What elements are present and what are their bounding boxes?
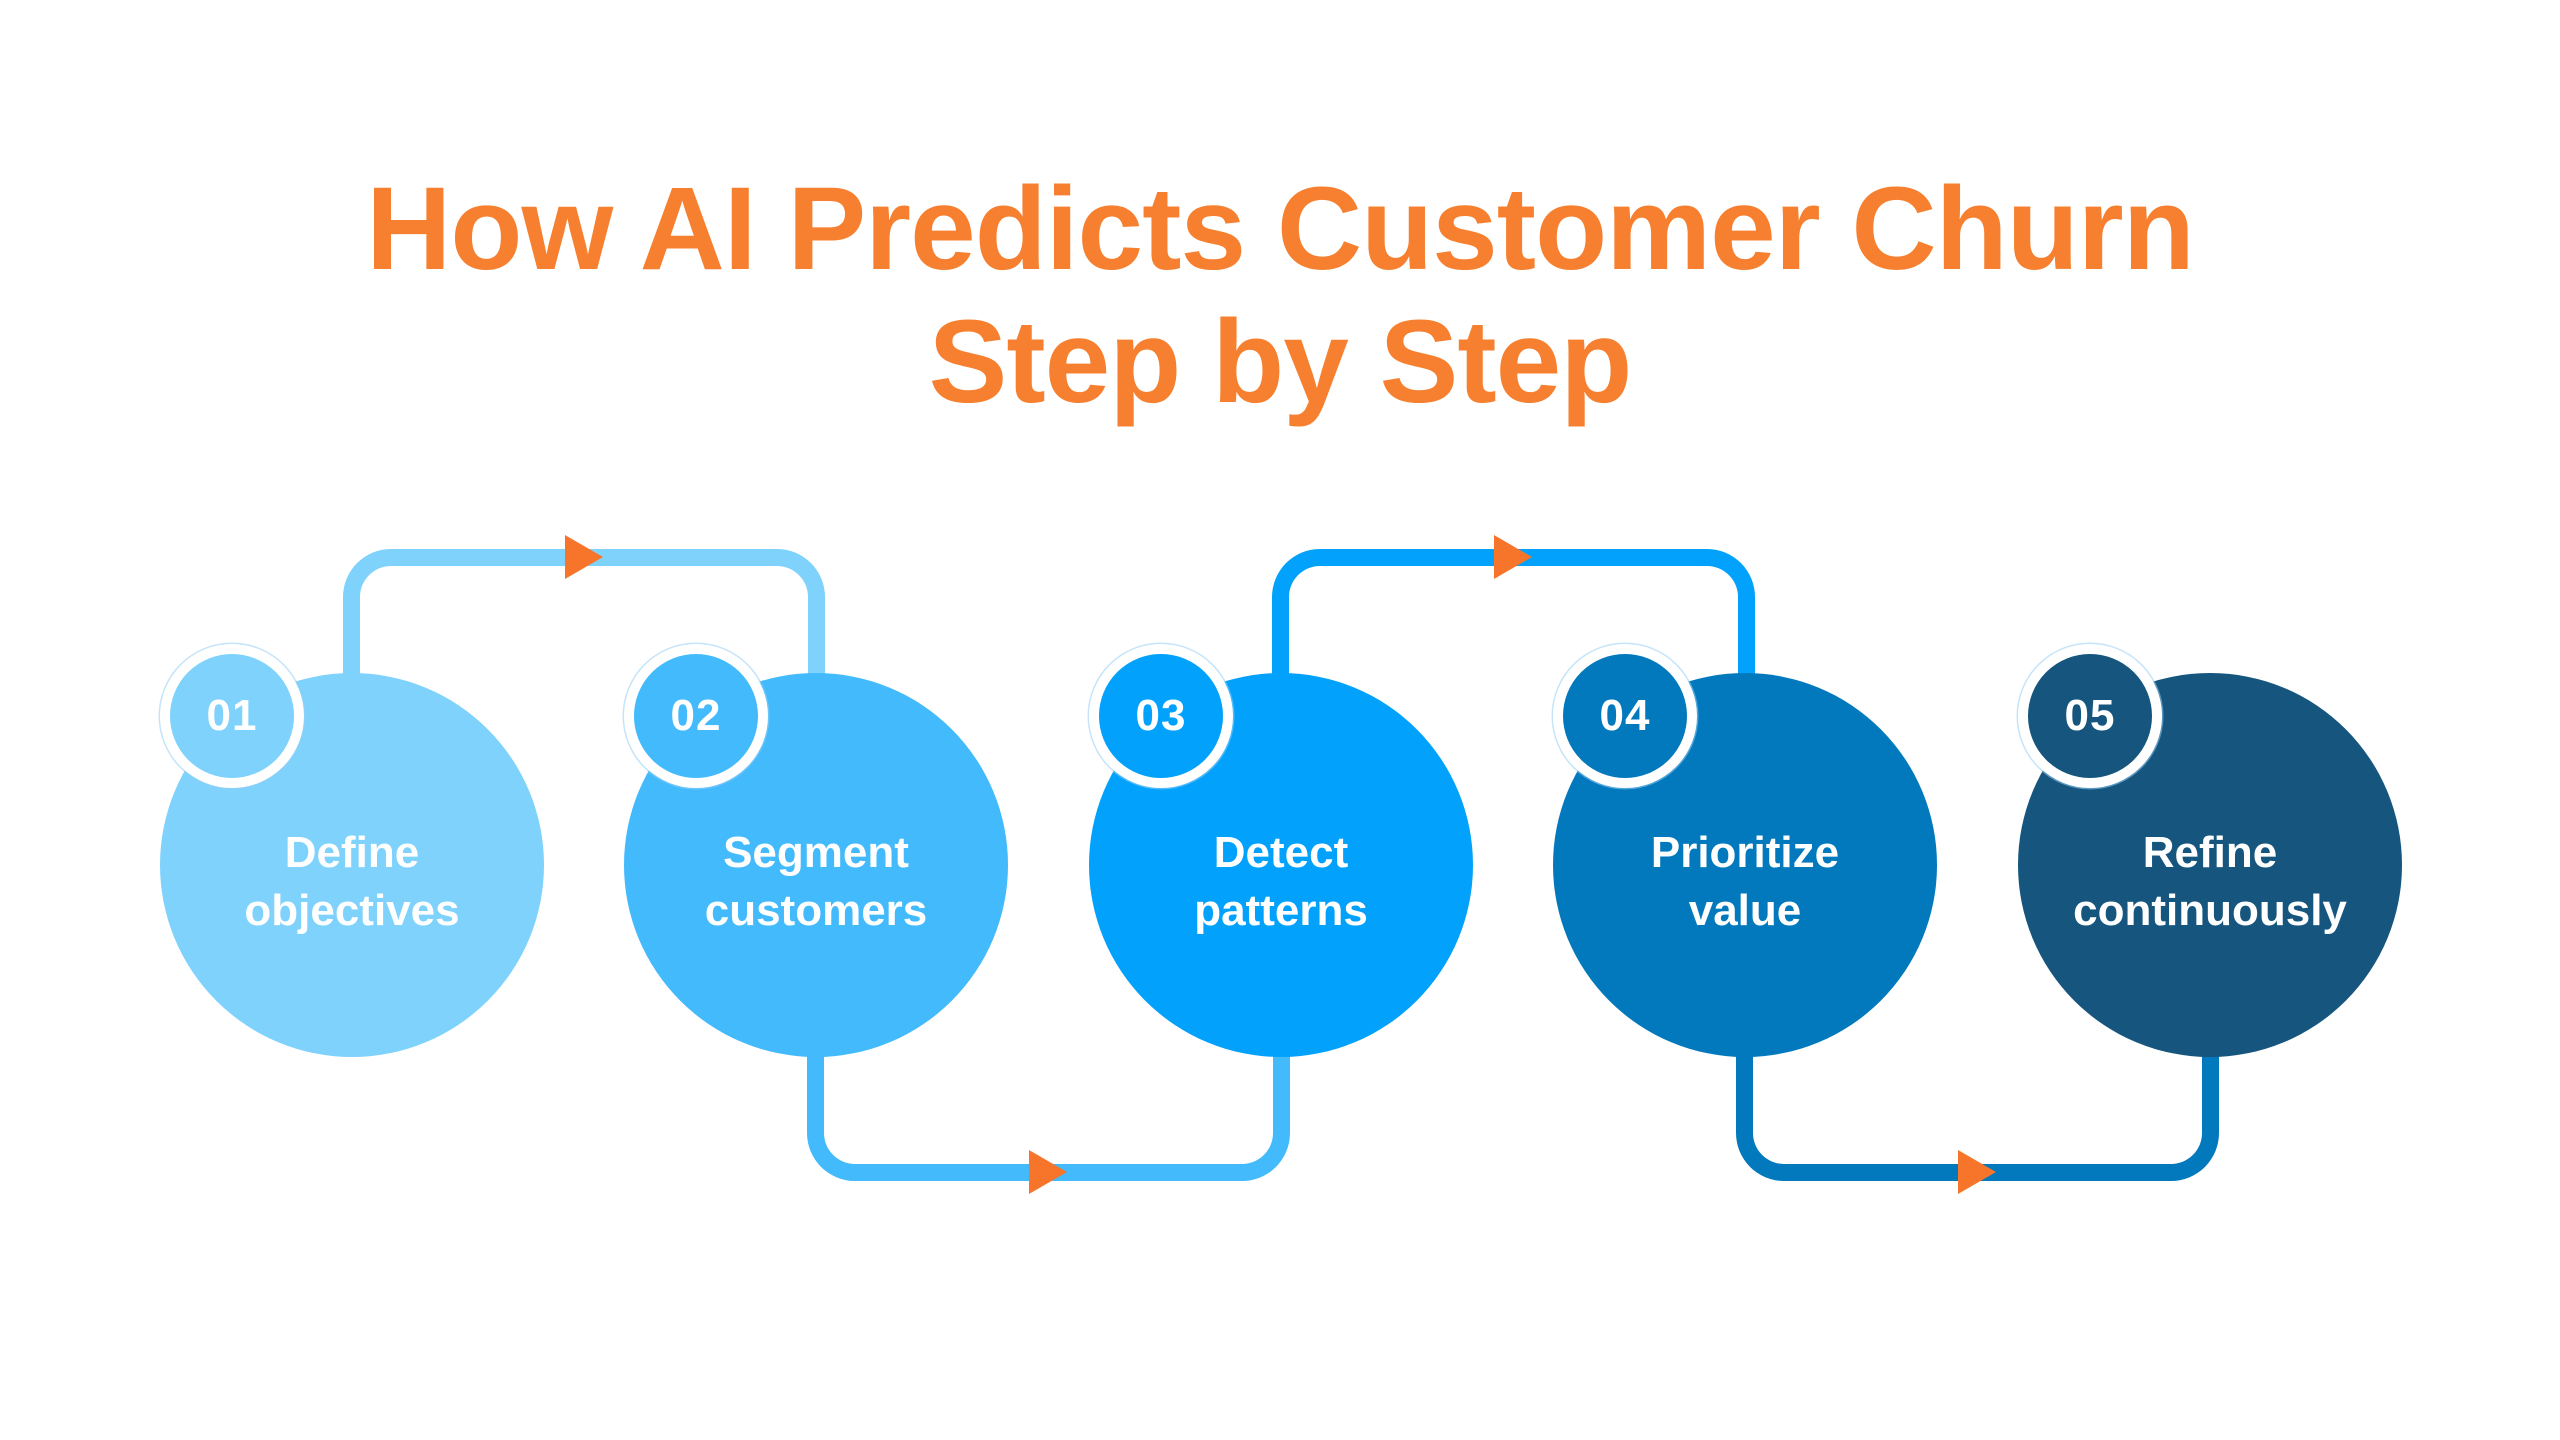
step-number-badge-2: 02 [624, 644, 768, 788]
arrow-right-icon [1494, 535, 1532, 579]
step-number-badge-4: 04 [1553, 644, 1697, 788]
step-number: 03 [1135, 691, 1187, 740]
step-number: 02 [670, 691, 722, 740]
step-label-line1: Define [284, 827, 420, 877]
step-label-line1: Prioritize [1650, 827, 1840, 877]
page-title-line2: Step by Step [928, 296, 1633, 429]
step-label-line2: continuously [2073, 886, 2347, 935]
step-label-line2: patterns [1194, 886, 1368, 935]
step-number-badge-3: 03 [1089, 644, 1233, 788]
step-number-badge-1: 01 [160, 644, 304, 788]
step-number: 04 [1599, 691, 1651, 740]
step-label-line2: customers [704, 886, 928, 935]
step-label-line1: Detect [1213, 827, 1349, 877]
step-number: 01 [206, 691, 258, 740]
step-label-line1: Refine [2142, 827, 2278, 877]
arrow-right-icon [1029, 1150, 1067, 1194]
step-number-badge-5: 05 [2018, 644, 2162, 788]
step-label-line1: Segment [723, 827, 909, 877]
page-title-line1: How AI Predicts Customer Churn [366, 163, 2195, 296]
arrow-right-icon [565, 535, 603, 579]
arrow-right-icon [1958, 1150, 1996, 1194]
page-title: How AI Predicts Customer Churn Step by S… [0, 163, 2560, 430]
step-number: 05 [2064, 691, 2116, 740]
step-label-line2: objectives [244, 886, 460, 935]
step-label-line2: value [1688, 886, 1802, 935]
